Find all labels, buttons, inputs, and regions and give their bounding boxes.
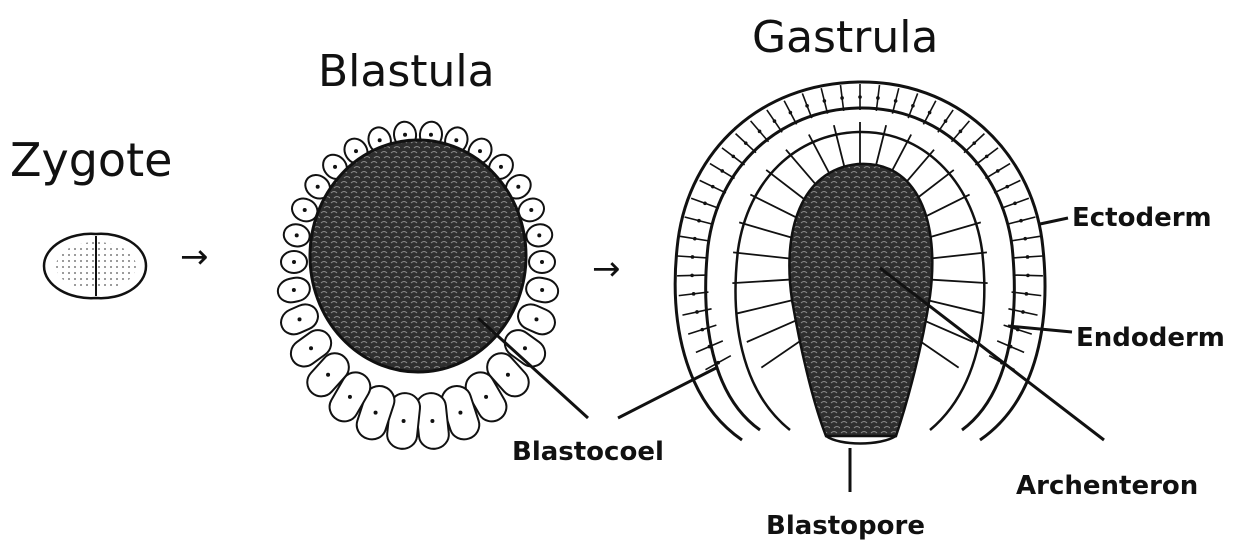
endoderm-cell-wall bbox=[732, 280, 790, 284]
cell-nucleus bbox=[911, 104, 915, 108]
cell-nucleus bbox=[731, 155, 735, 159]
cell-nucleus bbox=[478, 149, 482, 153]
arrow-blastula-to-gastrula: → bbox=[592, 249, 621, 289]
cell-nucleus bbox=[534, 317, 538, 321]
cell-nucleus bbox=[1026, 255, 1030, 259]
cell-nucleus bbox=[823, 99, 827, 103]
cell-nucleus bbox=[499, 165, 503, 169]
cell-nucleus bbox=[1009, 345, 1013, 349]
cell-nucleus bbox=[458, 411, 462, 415]
cell-nucleus bbox=[529, 208, 533, 212]
gastrula-drawing bbox=[675, 82, 1045, 444]
ectoderm-pointer bbox=[1040, 218, 1068, 224]
endoderm-cell-wall bbox=[747, 320, 798, 342]
cell-nucleus bbox=[758, 130, 762, 134]
cell-nucleus bbox=[928, 111, 932, 115]
cell-nucleus bbox=[708, 345, 712, 349]
cell-nucleus bbox=[303, 208, 307, 212]
cell-nucleus bbox=[454, 138, 458, 142]
arrow-zygote-to-blastula: → bbox=[180, 237, 209, 277]
blastocoel-cavity bbox=[310, 140, 526, 372]
cell-nucleus bbox=[985, 155, 989, 159]
blastula-title: Blastula bbox=[318, 46, 495, 97]
blastopore-label: Blastopore bbox=[766, 511, 925, 541]
cell-nucleus bbox=[858, 95, 862, 99]
cell-nucleus bbox=[1026, 274, 1030, 278]
zygote-title: Zygote bbox=[10, 133, 172, 187]
endoderm-cell-wall bbox=[926, 222, 981, 238]
endoderm-cell-wall bbox=[786, 150, 820, 189]
cell-nucleus bbox=[523, 346, 527, 350]
endoderm-cell-wall bbox=[930, 280, 988, 284]
cell-nucleus bbox=[720, 169, 724, 173]
cell-nucleus bbox=[326, 373, 330, 377]
cell-nucleus bbox=[690, 274, 694, 278]
cell-nucleus bbox=[506, 373, 510, 377]
cell-nucleus bbox=[333, 165, 337, 169]
endoderm-cell-wall bbox=[739, 222, 794, 238]
cell-nucleus bbox=[840, 96, 844, 100]
cell-nucleus bbox=[537, 233, 541, 237]
endoderm-label: Endoderm bbox=[1076, 323, 1225, 353]
cell-nucleus bbox=[789, 111, 793, 115]
cell-nucleus bbox=[773, 119, 777, 123]
cell-nucleus bbox=[403, 133, 407, 137]
cell-nucleus bbox=[292, 260, 296, 264]
cell-nucleus bbox=[516, 185, 520, 189]
cell-nucleus bbox=[1019, 219, 1023, 223]
cell-nucleus bbox=[744, 141, 748, 145]
cell-nucleus bbox=[959, 130, 963, 134]
cell-nucleus bbox=[309, 346, 313, 350]
cell-nucleus bbox=[700, 328, 704, 332]
endoderm-cell-wall bbox=[929, 252, 987, 258]
cell-nucleus bbox=[298, 317, 302, 321]
cell-nucleus bbox=[402, 419, 406, 423]
cell-nucleus bbox=[691, 255, 695, 259]
zygote-drawing bbox=[44, 234, 146, 298]
cell-nucleus bbox=[1005, 185, 1009, 189]
endoderm-cell-wall bbox=[737, 300, 793, 313]
cell-nucleus bbox=[295, 233, 299, 237]
cell-nucleus bbox=[692, 292, 696, 296]
cell-nucleus bbox=[348, 395, 352, 399]
cell-nucleus bbox=[540, 260, 544, 264]
cell-nucleus bbox=[430, 419, 434, 423]
cell-nucleus bbox=[1023, 237, 1027, 241]
cell-nucleus bbox=[805, 104, 809, 108]
cell-nucleus bbox=[703, 201, 707, 205]
ectoderm-label: Ectoderm bbox=[1072, 203, 1212, 233]
cell-nucleus bbox=[429, 133, 433, 137]
blastula-drawing bbox=[276, 121, 561, 451]
cell-nucleus bbox=[697, 219, 701, 223]
cell-nucleus bbox=[378, 138, 382, 142]
cell-nucleus bbox=[711, 185, 715, 189]
endoderm-cell-wall bbox=[750, 195, 800, 220]
archenteron-cavity bbox=[789, 164, 932, 436]
cell-nucleus bbox=[374, 411, 378, 415]
cell-nucleus bbox=[1021, 310, 1025, 314]
blastocoel-label: Blastocoel bbox=[512, 437, 664, 467]
cell-nucleus bbox=[540, 288, 544, 292]
cell-nucleus bbox=[894, 99, 898, 103]
cell-nucleus bbox=[316, 185, 320, 189]
cell-nucleus bbox=[972, 141, 976, 145]
cell-nucleus bbox=[996, 169, 1000, 173]
cell-nucleus bbox=[292, 288, 296, 292]
cell-nucleus bbox=[1025, 292, 1029, 296]
gastrula-title: Gastrula bbox=[752, 12, 938, 63]
cell-nucleus bbox=[716, 361, 720, 365]
cell-nucleus bbox=[944, 119, 948, 123]
endoderm-cell-wall bbox=[766, 170, 809, 203]
cell-nucleus bbox=[354, 149, 358, 153]
cell-nucleus bbox=[876, 96, 880, 100]
cell-nucleus bbox=[484, 395, 488, 399]
cell-nucleus bbox=[693, 237, 697, 241]
endoderm-cell-wall bbox=[922, 320, 973, 342]
archenteron-label: Archenteron bbox=[1016, 471, 1198, 501]
endoderm-cell-wall bbox=[733, 252, 791, 258]
cell-nucleus bbox=[1013, 201, 1017, 205]
cell-nucleus bbox=[695, 310, 699, 314]
